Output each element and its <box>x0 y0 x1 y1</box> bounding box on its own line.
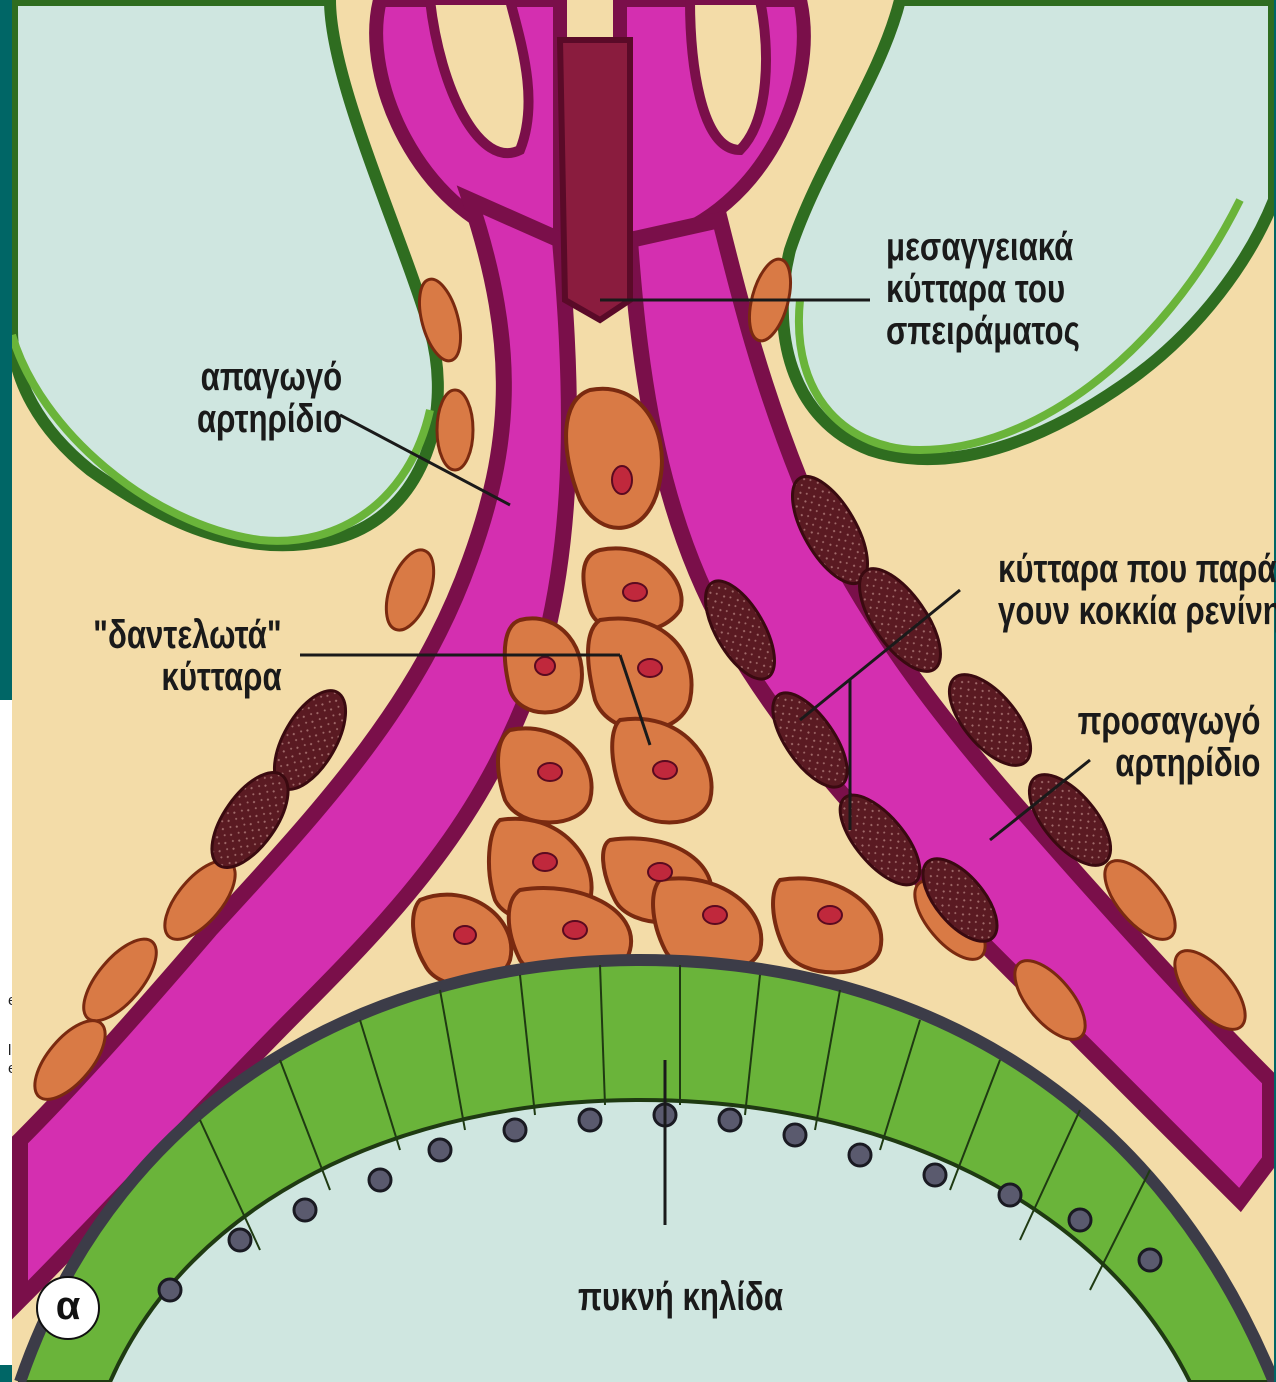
macula-densa-label: πυκνή κηλίδα <box>578 1276 783 1318</box>
mesangial-column <box>560 40 630 320</box>
renin-cells-label: κύτταρα που παρά- γουν κοκκία ρενίνης <box>998 548 1276 632</box>
plate-letter-badge: α <box>36 1276 100 1340</box>
mesangial-cells-label: μεσαγγειακά κύτταρα του σπειράματος <box>886 226 1080 352</box>
efferent-arteriole-label: απαγωγό αρτηρίδιο <box>197 356 342 440</box>
afferent-arteriole-label: προσαγωγό αρτηρίδιο <box>1077 700 1260 784</box>
lacis-cells-label: "δαντελωτά" κύτταρα <box>94 614 282 698</box>
